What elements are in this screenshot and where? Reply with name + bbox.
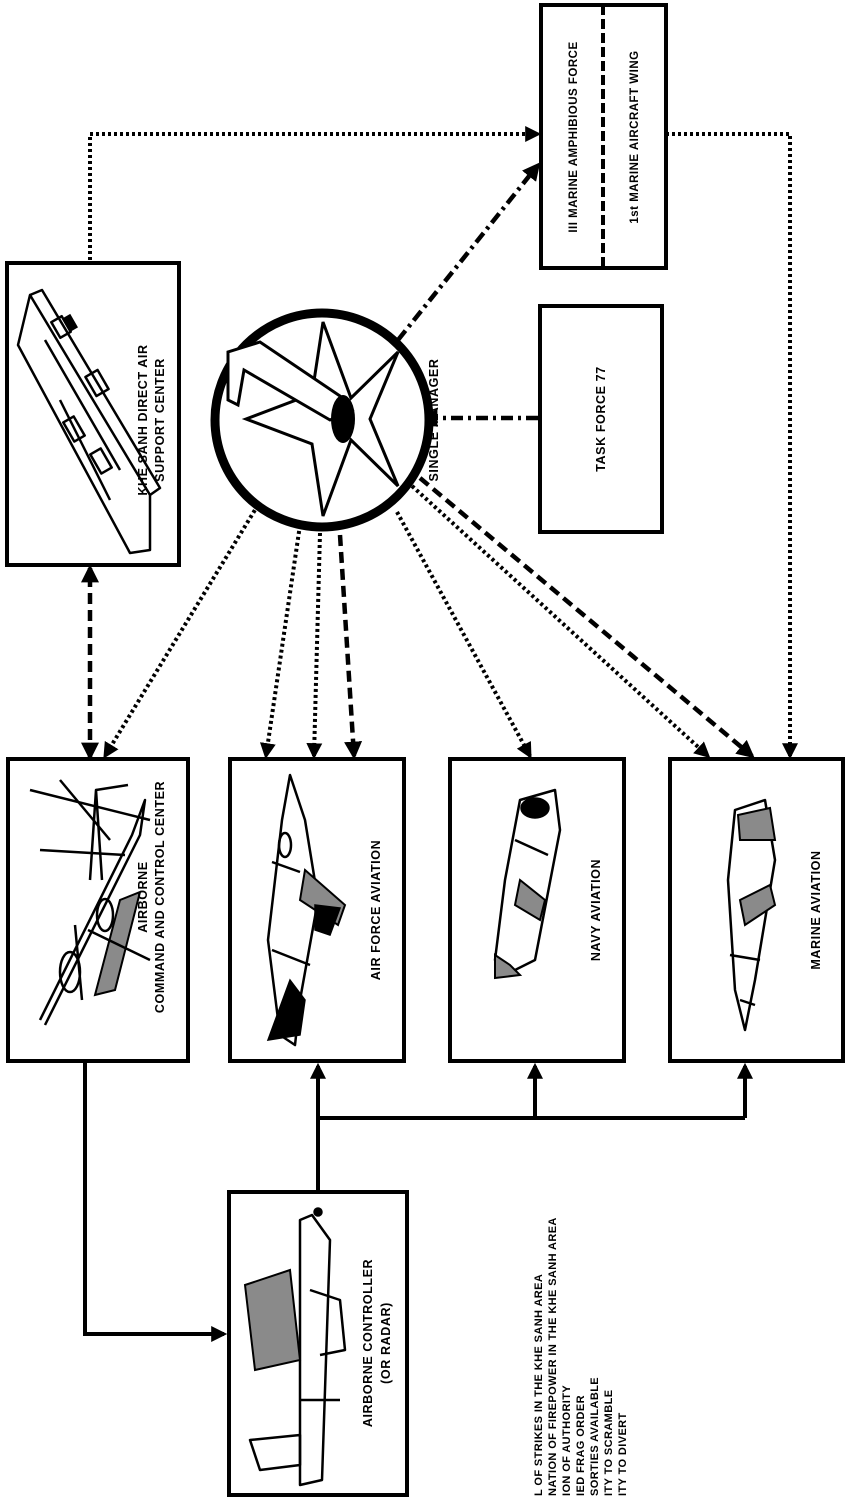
legend-item: ION OF AUTHORITY bbox=[561, 1385, 573, 1496]
dasc-building-illustration bbox=[16, 288, 162, 555]
dashdot-link-manager-to-maf bbox=[396, 162, 541, 342]
dasc-label-line1: KHE SANH DIRECT AIR bbox=[136, 344, 150, 495]
dasc-box: KHE SANH DIRECT AIR SUPPORT CENTER bbox=[5, 261, 181, 567]
airborne-controller-box: AIRBORNE CONTROLLER (OR RADAR) bbox=[227, 1190, 409, 1497]
dotted-link-maf-to-marine bbox=[666, 132, 798, 760]
navy-jet-illustration bbox=[493, 788, 562, 980]
single-manager-label: SINGLE MANAGER bbox=[427, 359, 441, 482]
star-emblem bbox=[241, 321, 400, 517]
connectors bbox=[81, 126, 798, 1342]
marine-jet-illustration bbox=[726, 798, 777, 1032]
dotted-link-manager-to-navy bbox=[395, 511, 532, 759]
maf-label: III MARINE AMPHIBIOUS FORCE bbox=[568, 41, 580, 232]
air-force-box: AIR FORCE AVIATION bbox=[228, 757, 406, 1063]
dotted-link-manager-to-abccc bbox=[103, 503, 260, 759]
abccc-label-line1: AIRBORNE bbox=[136, 861, 150, 932]
dashed-link-manager-to-marine bbox=[418, 476, 755, 759]
task-force-label: TASK FORCE 77 bbox=[594, 366, 608, 472]
legend: L OF STRIKES IN THE KHE SANH AREA NATION… bbox=[533, 1217, 629, 1496]
single-manager-emblem: SINGLE MANAGER bbox=[210, 308, 441, 532]
legend-item: ITY TO DIVERT bbox=[617, 1412, 629, 1496]
legend-item: ITY TO SCRAMBLE bbox=[603, 1390, 615, 1496]
dasc-label-line2: SUPPORT CENTER bbox=[153, 358, 167, 482]
maf-maw-box: III MARINE AMPHIBIOUS FORCE 1st MARINE A… bbox=[539, 3, 668, 270]
marine-box: MARINE AVIATION bbox=[668, 757, 845, 1063]
airborne-controller-aircraft-illustration bbox=[243, 1207, 347, 1487]
dashed-link-manager-to-airforce bbox=[337, 534, 363, 760]
dotted-link-manager-to-marine bbox=[410, 484, 711, 759]
solid-link-abccc-to-controller bbox=[83, 1063, 228, 1342]
legend-item: L OF STRIKES IN THE KHE SANH AREA bbox=[533, 1274, 545, 1496]
abccc-label-line2: COMMAND AND CONTROL CENTER bbox=[153, 781, 167, 1013]
numeral-seven bbox=[226, 340, 355, 422]
maw-label: 1st MARINE AIRCRAFT WING bbox=[629, 50, 641, 223]
abccc-box: AIRBORNE COMMAND AND CONTROL CENTER bbox=[6, 757, 190, 1063]
air-force-jet-illustration bbox=[266, 773, 347, 1047]
abccc-aircraft-illustration bbox=[29, 779, 151, 1026]
emblem-center-disc bbox=[331, 395, 355, 443]
airborne-controller-label: AIRBORNE CONTROLLER bbox=[361, 1259, 375, 1427]
solid-link-controller-trunk bbox=[316, 1116, 745, 1192]
legend-item: SORTIES AVAILABLE bbox=[589, 1377, 601, 1496]
air-force-label: AIR FORCE AVIATION bbox=[369, 840, 383, 980]
airborne-controller-sublabel: (OR RADAR) bbox=[379, 1302, 393, 1384]
navy-label: NAVY AVIATION bbox=[589, 859, 603, 961]
dotted-link-manager-to-airforce-a bbox=[259, 524, 302, 760]
legend-item: IED FRAG ORDER bbox=[575, 1395, 587, 1496]
dotted-link-dasc-to-maf bbox=[88, 126, 542, 260]
task-force-box: TASK FORCE 77 bbox=[538, 304, 664, 534]
marine-label: MARINE AVIATION bbox=[809, 850, 823, 969]
dotted-link-manager-to-airforce-b bbox=[306, 532, 323, 760]
navy-box: NAVY AVIATION bbox=[448, 757, 626, 1063]
legend-item: NATION OF FIREPOWER IN THE KHE SANH AREA bbox=[547, 1217, 559, 1496]
